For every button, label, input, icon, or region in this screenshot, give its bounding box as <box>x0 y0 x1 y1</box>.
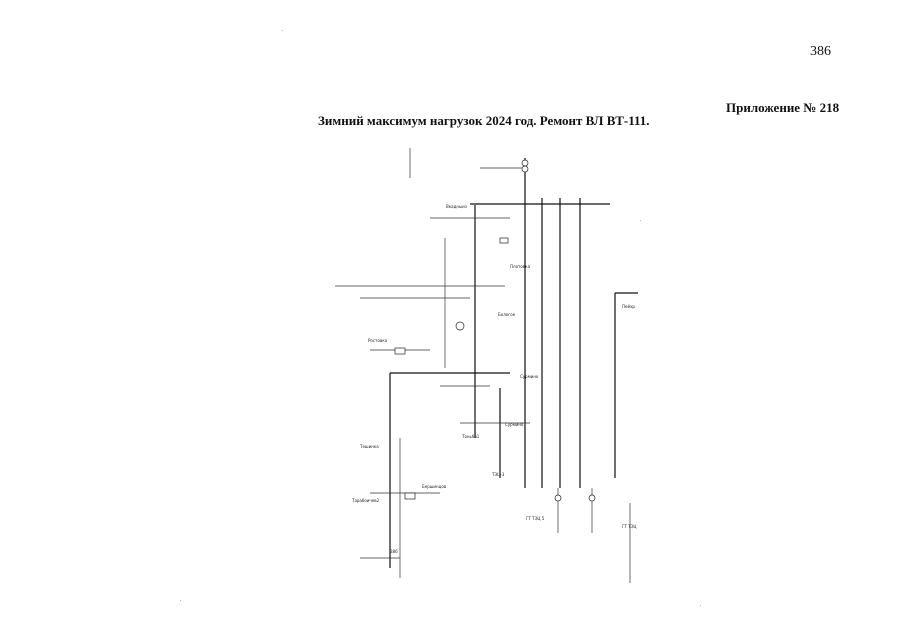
feeder-lines <box>335 148 631 583</box>
appendix-label: Приложение № 218 <box>726 100 840 115</box>
transformer-symbol <box>554 494 562 502</box>
scan-speck <box>180 600 181 601</box>
scheme-label: Ростовка <box>368 338 388 343</box>
transformer-symbol <box>455 321 465 331</box>
scan-speck <box>700 605 701 606</box>
scheme-label: Плотовка <box>510 264 531 269</box>
scheme-label: ГТ ТЭЦ <box>622 524 637 529</box>
scheme-label: ГТ ТЭЦ 5 <box>526 516 545 521</box>
scheme-label: TЭЦ-3 <box>491 472 505 477</box>
scheme-label: 386 <box>390 549 398 554</box>
transformer-symbol <box>588 494 596 502</box>
scheme-label: Тоньба1 <box>461 434 480 439</box>
scheme-label: Сурмино <box>520 374 539 379</box>
transformer-symbol <box>521 165 529 173</box>
scheme-label: Пейхр <box>622 304 635 309</box>
main-buses <box>389 158 638 568</box>
scan-speck <box>640 220 641 221</box>
page-number: 386 <box>810 44 831 59</box>
equipment-symbols <box>394 159 596 502</box>
scheme-label: Бершинцов <box>422 484 447 489</box>
power-grid-scheme: Вкадныиз Бологое Ростовка Плотовка Сурми… <box>335 148 638 583</box>
scheme-label: Тарабоичев2 <box>351 498 380 503</box>
scheme-label: Сурмино <box>505 422 524 427</box>
document-title: Зимний максимум нагрузок 2024 год. Ремон… <box>318 113 650 128</box>
switch-symbol <box>394 347 406 355</box>
scan-speck <box>282 30 283 31</box>
scheme-label: Тешинка <box>359 444 379 449</box>
transformer-symbol <box>521 159 529 167</box>
switch-symbol <box>499 237 509 244</box>
scheme-labels: Вкадныиз Бологое Ростовка Плотовка Сурми… <box>351 204 637 554</box>
scheme-label: Бологое <box>498 312 516 317</box>
scheme-label: Вкадныиз <box>446 204 467 209</box>
switch-symbol <box>404 492 416 500</box>
